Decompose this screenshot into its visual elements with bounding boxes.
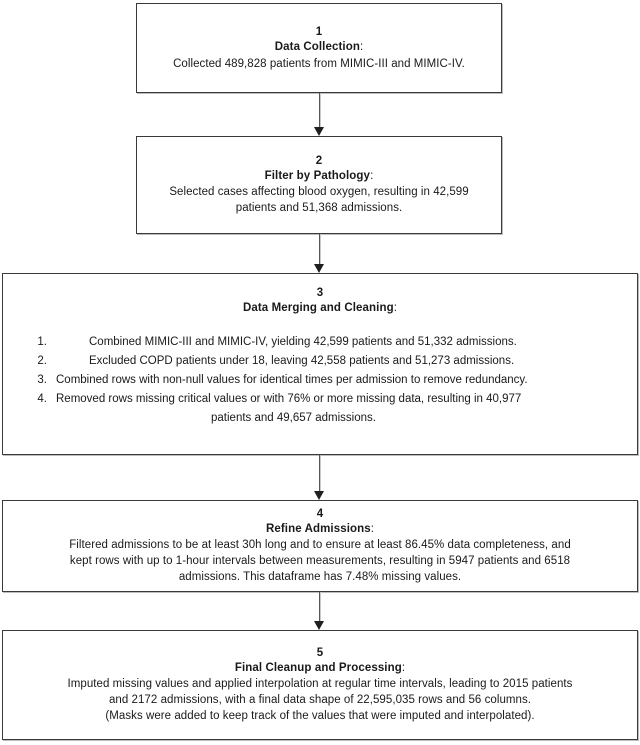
step-5-body-line: Imputed missing values and applied inter… <box>67 678 573 690</box>
flow-node-step-3: 3 Data Merging and Cleaning: 1. Combined… <box>2 273 638 455</box>
arrow-shaft <box>318 592 321 623</box>
flow-node-step-4: 4 Refine Admissions: Filtered admissions… <box>2 500 638 592</box>
step-4-title: Refine Admissions: <box>266 522 374 537</box>
step-2-body-line: Selected cases affecting blood oxygen, r… <box>169 186 469 198</box>
list-item-text: Removed rows missing critical values or … <box>56 390 637 428</box>
step-5-body-line: and 2172 admissions, with a final data s… <box>108 694 532 706</box>
step-3-list: 1. Combined MIMIC-III and MIMIC-IV, yiel… <box>3 333 637 428</box>
list-item-continuation: patients and 49,657 admissions. <box>211 412 376 424</box>
step-1-title-text: Data Collection <box>274 40 360 53</box>
arrow-head-icon <box>314 621 324 630</box>
list-item-text: Combined MIMIC-III and MIMIC-IV, yieldin… <box>89 336 517 348</box>
list-item: 2. Excluded COPD patients under 18, leav… <box>3 352 637 371</box>
list-item-marker: 1. <box>37 336 47 348</box>
list-item: 3. Combined rows with non-null values fo… <box>3 371 637 390</box>
step-4-body-line: kept rows with up to 1-hour intervals be… <box>69 555 571 567</box>
step-3-header: 3 Data Merging and Cleaning: <box>3 286 637 316</box>
flow-node-step-2: 2 Filter by Pathology: Selected cases af… <box>136 136 502 234</box>
step-1-body: Collected 489,828 patients from MIMIC-II… <box>165 56 473 72</box>
step-5-body-line: (Masks were added to keep track of the v… <box>105 710 535 722</box>
step-2-title-text: Filter by Pathology <box>264 170 371 182</box>
step-3-title-text: Data Merging and Cleaning <box>242 302 394 314</box>
list-item-marker: 3. <box>37 374 47 386</box>
connector-arrow-1-to-2 <box>314 93 324 136</box>
step-2-body-line: patients and 51,368 admissions. <box>235 202 403 214</box>
arrow-head-icon <box>314 264 324 273</box>
step-5-number: 5 <box>316 647 324 659</box>
step-5-title-text: Final Cleanup and Processing <box>234 662 402 674</box>
step-3-title-colon: : <box>393 302 398 314</box>
step-4-title-text: Refine Admissions <box>265 523 371 535</box>
step-1-number: 1 <box>315 25 323 38</box>
step-1-title-colon: : <box>359 40 364 53</box>
list-item-marker: 4. <box>37 393 47 405</box>
step-2-title-colon: : <box>370 170 374 182</box>
step-2-body: Selected cases affecting blood oxygen, r… <box>161 184 476 216</box>
list-item-text-line: Removed rows missing critical values or … <box>56 393 522 405</box>
flow-node-step-5: 5 Final Cleanup and Processing: Imputed … <box>2 630 638 740</box>
step-4-body-line: Filtered admissions to be at least 30h l… <box>69 539 571 551</box>
list-item-text: Excluded COPD patients under 18, leaving… <box>89 355 515 367</box>
step-2-title: Filter by Pathology: <box>265 169 374 184</box>
step-2-number: 2 <box>315 155 323 167</box>
list-item: 1. Combined MIMIC-III and MIMIC-IV, yiel… <box>3 333 637 352</box>
list-item-text: Combined rows with non-null values for i… <box>56 374 528 386</box>
arrow-shaft <box>318 234 321 266</box>
step-5-body: Imputed missing values and applied inter… <box>60 676 581 724</box>
step-5-title-colon: : <box>401 662 406 674</box>
connector-arrow-3-to-4 <box>314 455 324 500</box>
arrow-shaft <box>318 455 321 493</box>
step-1-title: Data Collection: <box>275 40 364 55</box>
step-4-number: 4 <box>316 508 324 520</box>
step-3-number: 3 <box>316 287 324 299</box>
arrow-head-icon <box>314 491 324 500</box>
connector-arrow-4-to-5 <box>314 592 324 630</box>
step-5-title: Final Cleanup and Processing: <box>235 661 405 676</box>
step-4-title-colon: : <box>370 523 375 535</box>
list-item-marker: 2. <box>37 355 47 367</box>
arrow-shaft <box>318 93 321 129</box>
step-1-body-line: Collected 489,828 patients from MIMIC-II… <box>173 57 465 70</box>
step-4-body-line: admissions. This dataframe has 7.48% mis… <box>178 571 462 583</box>
step-4-body: Filtered admissions to be at least 30h l… <box>61 537 579 585</box>
connector-arrow-2-to-3 <box>314 234 324 273</box>
arrow-head-icon <box>314 127 324 136</box>
flow-node-step-1: 1 Data Collection: Collected 489,828 pat… <box>136 3 502 93</box>
list-item: 4. Removed rows missing critical values … <box>3 390 637 428</box>
step-3-title: Data Merging and Cleaning: <box>3 301 637 316</box>
